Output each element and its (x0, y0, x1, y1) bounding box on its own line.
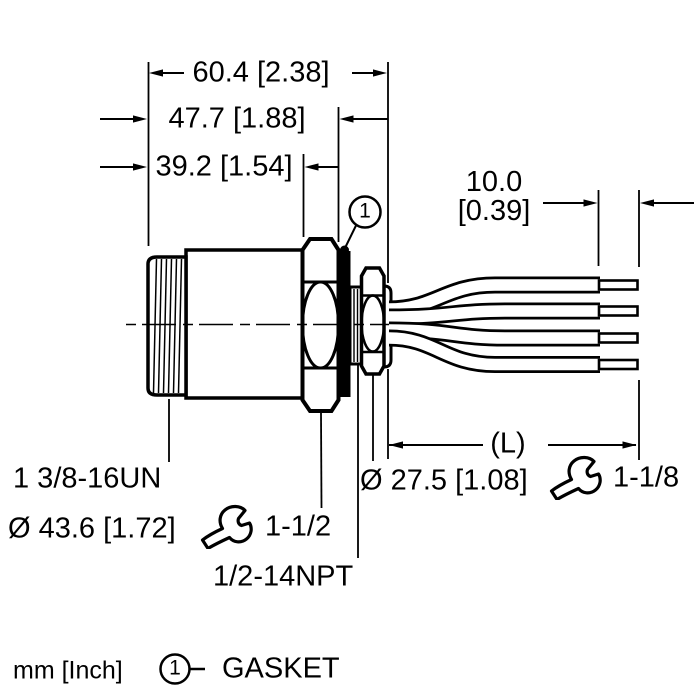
label-wrench-size-large: 1-1/2 (265, 510, 332, 543)
dim-strip-length-inch: [0.39] (457, 195, 531, 227)
dim-strip-length-mm: 10.0 (465, 166, 523, 198)
lead-wires (388, 276, 639, 373)
dim-body-diameter: Ø 43.6 [1.72] (8, 512, 176, 545)
wrench-icon (549, 455, 602, 500)
dim-lead-length: (L) (490, 427, 526, 460)
balloon-number-top: 1 (359, 199, 371, 223)
label-front-thread: 1 3/8-16UN (13, 462, 162, 495)
leader-lines (168, 365, 374, 558)
dim-length-to-gasket: 47.7 [1.88] (168, 102, 306, 135)
wire-tips (597, 279, 639, 371)
legend-balloon (159, 653, 205, 685)
units-note: mm [Inch] (13, 656, 123, 685)
balloon-callout (340, 195, 382, 255)
label-conduit-thread: 1/2-14NPT (213, 560, 354, 593)
legend-text: GASKET (222, 652, 340, 685)
label-wrench-size-small: 1-1/8 (613, 461, 680, 494)
dimension-lines (100, 69, 694, 449)
dim-length-to-hex: 39.2 [1.54] (155, 150, 293, 183)
dim-overall-length: 60.4 [2.38] (192, 56, 330, 89)
front-thread-hatching (152, 258, 183, 394)
extension-lines (147, 62, 640, 460)
dim-locknut-diameter: Ø 27.5 [1.08] (360, 464, 528, 497)
dim-strip-length: 10.0 [0.39] (458, 168, 531, 226)
hex-nut-small (359, 266, 386, 376)
wrench-icon (200, 504, 253, 549)
legend-balloon-number: 1 (169, 656, 181, 680)
